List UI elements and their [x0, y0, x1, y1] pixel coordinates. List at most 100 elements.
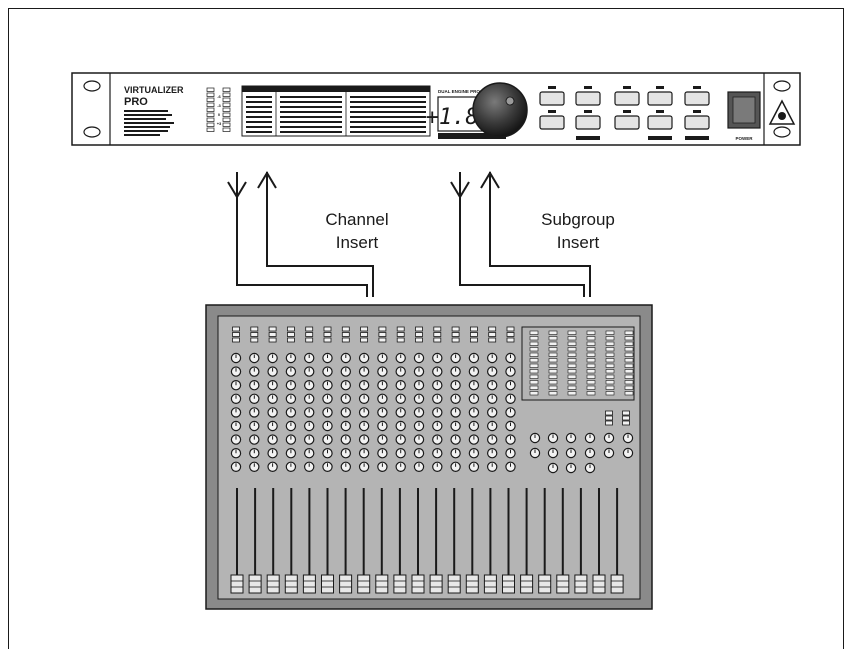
- fader-cap[interactable]: [520, 574, 534, 594]
- meter-segment: [548, 347, 558, 352]
- meter-segment: [548, 369, 558, 374]
- subgroup-return-line: [489, 172, 591, 297]
- fader-cap[interactable]: [411, 574, 425, 594]
- meter-segment: [624, 330, 634, 335]
- channel-led: [360, 326, 369, 332]
- rack-button[interactable]: [539, 91, 565, 106]
- button-label-tag: [656, 110, 664, 113]
- channel-led: [506, 326, 515, 332]
- brand-model: PRO: [124, 96, 148, 108]
- brand-feature-list: [124, 110, 174, 136]
- meter-led: [206, 117, 215, 122]
- channel-led: [286, 326, 295, 332]
- meter-segment: [529, 391, 539, 396]
- meter-segment: [548, 391, 558, 396]
- fader-cap[interactable]: [502, 574, 515, 594]
- master-switch[interactable]: [622, 420, 630, 426]
- master-switch[interactable]: [605, 420, 613, 426]
- fader-cap[interactable]: [284, 574, 298, 594]
- channel-led: [305, 326, 314, 332]
- channel-led: [232, 326, 240, 332]
- channel-led: [451, 326, 460, 332]
- fader-cap[interactable]: [393, 574, 407, 594]
- master-switch[interactable]: [622, 410, 630, 416]
- fader-cap[interactable]: [592, 574, 606, 594]
- channel-led: [341, 337, 350, 343]
- channel-led: [469, 326, 478, 332]
- fader-cap[interactable]: [375, 574, 389, 594]
- rack-button[interactable]: [575, 115, 601, 130]
- data-wheel-knob[interactable]: [472, 82, 528, 138]
- meter-segment: [529, 385, 539, 390]
- channel-led: [488, 337, 497, 343]
- down-arrow-icon: [450, 181, 470, 199]
- rack-button[interactable]: [684, 115, 710, 130]
- fader-cap[interactable]: [556, 574, 570, 594]
- master-switch[interactable]: [605, 410, 613, 416]
- channel-led: [506, 337, 515, 343]
- channel-return-line: [266, 172, 374, 297]
- svg-text:POWER: POWER: [735, 136, 753, 141]
- channel-led: [451, 332, 460, 337]
- meter-segment: [529, 358, 539, 363]
- fader-cap[interactable]: [483, 574, 497, 594]
- meter-segment: [567, 358, 577, 363]
- master-switch[interactable]: [622, 415, 630, 421]
- meter-segment: [586, 336, 596, 341]
- meter-segment: [586, 374, 596, 379]
- meter-scale-label: 0: [218, 112, 221, 117]
- channel-led: [396, 337, 405, 343]
- fader-cap[interactable]: [302, 574, 316, 594]
- power-switch[interactable]: POWER: [727, 91, 761, 141]
- channel-led: [360, 337, 369, 343]
- rack-button[interactable]: [647, 91, 673, 106]
- fader-cap[interactable]: [465, 574, 479, 594]
- down-arrow-icon: [227, 181, 247, 199]
- up-arrow-icon: [257, 171, 277, 189]
- fader-cap[interactable]: [230, 574, 244, 594]
- meter-segment: [529, 330, 539, 335]
- rack-button[interactable]: [575, 91, 601, 106]
- channel-led: [378, 326, 387, 332]
- rack-button[interactable]: [647, 115, 673, 130]
- channel-led: [341, 326, 350, 332]
- meter-segment: [529, 347, 539, 352]
- meter-segment: [586, 330, 596, 335]
- fader-cap[interactable]: [429, 574, 443, 594]
- fader-cap[interactable]: [574, 574, 588, 594]
- meter-segment: [548, 358, 558, 363]
- fader-cap[interactable]: [447, 574, 461, 594]
- rack-button-grid: [539, 86, 710, 140]
- meter-segment: [605, 363, 615, 368]
- meter-segment: [567, 369, 577, 374]
- rack-button[interactable]: [614, 115, 640, 130]
- meter-segment: [548, 380, 558, 385]
- fader-cap[interactable]: [538, 574, 552, 594]
- fader-cap[interactable]: [248, 574, 262, 594]
- fader-cap[interactable]: [610, 574, 624, 594]
- meter-segment: [605, 385, 615, 390]
- meter-segment: [548, 385, 558, 390]
- channel-led: [305, 337, 314, 343]
- brand-name: VIRTUALIZER: [124, 85, 184, 95]
- meter-led: [206, 122, 215, 127]
- meter-led: [222, 102, 231, 107]
- rack-button[interactable]: [539, 115, 565, 130]
- fader-cap[interactable]: [321, 574, 334, 594]
- meter-segment: [529, 380, 539, 385]
- mounting-hole-icon: [773, 80, 791, 92]
- fader-cap[interactable]: [339, 574, 353, 594]
- meter-led: [222, 127, 231, 132]
- meter-segment: [529, 374, 539, 379]
- rack-button[interactable]: [614, 91, 640, 106]
- channel-led: [378, 337, 387, 343]
- fader-cap[interactable]: [266, 574, 280, 594]
- master-switch[interactable]: [605, 415, 613, 421]
- meter-segment: [624, 363, 634, 368]
- button-label-tag: [693, 110, 701, 113]
- rack-button[interactable]: [684, 91, 710, 106]
- meter-segment: [586, 352, 596, 357]
- fader-cap[interactable]: [357, 574, 371, 594]
- meter-bridge: [521, 326, 635, 401]
- channel-insert-cable: [236, 172, 374, 297]
